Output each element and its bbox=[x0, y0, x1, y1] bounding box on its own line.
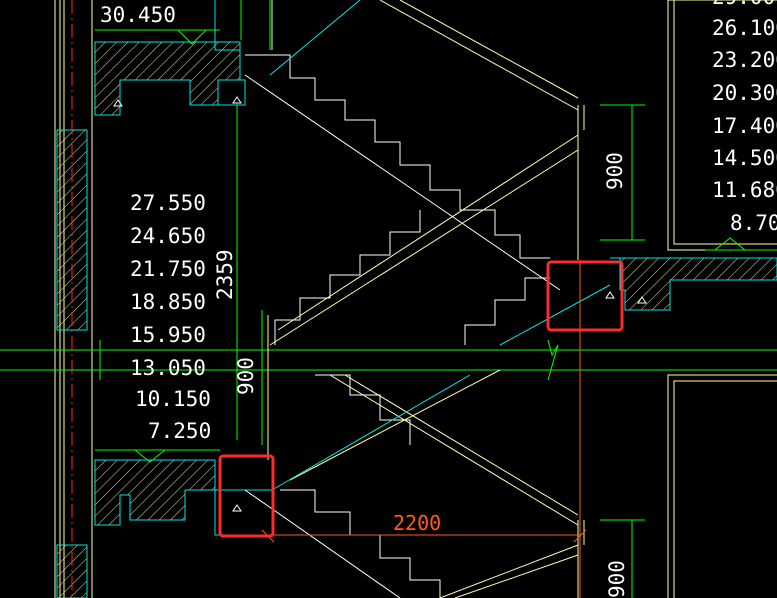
break-mark bbox=[547, 339, 559, 381]
cyan-lines bbox=[214, 0, 611, 491]
level-left-1: 27.550 bbox=[130, 191, 206, 215]
green-verticals bbox=[99, 0, 645, 598]
highlight-box-lower[interactable] bbox=[218, 454, 275, 538]
level-right-6: 14.500 bbox=[712, 146, 777, 170]
level-top: 30.450 bbox=[100, 3, 176, 27]
level-left-8: 7.250 bbox=[148, 419, 211, 443]
level-right-2: 26.100 bbox=[712, 16, 777, 40]
highlight-box-upper[interactable] bbox=[546, 260, 624, 332]
right-landing bbox=[610, 237, 777, 311]
red-extension-lines bbox=[261, 260, 587, 598]
left-levels: 27.550 24.650 21.750 18.850 15.950 13.05… bbox=[130, 191, 211, 443]
dim-900-upper-right: 900 bbox=[603, 152, 627, 190]
dim-900-left: 900 bbox=[234, 357, 258, 395]
level-left-3: 21.750 bbox=[130, 257, 206, 281]
level-right-1: 29.000 bbox=[712, 0, 777, 9]
level-right-5: 17.400 bbox=[712, 114, 777, 138]
level-markers bbox=[113, 96, 647, 512]
lower-left-landing bbox=[94, 449, 273, 536]
dim-2359: 2359 bbox=[213, 249, 237, 300]
level-right-8: 8.700 bbox=[730, 211, 777, 235]
right-levels: 29.000 26.100 23.200 20.300 17.400 14.50… bbox=[712, 0, 777, 235]
dim-2200: 2200 bbox=[393, 511, 441, 535]
upper-left-landing bbox=[94, 29, 246, 116]
level-left-5: 15.950 bbox=[130, 323, 206, 347]
dim-900-lower-right: 900 bbox=[605, 560, 629, 598]
level-left-4: 18.850 bbox=[130, 290, 206, 314]
level-right-7: 11.680 bbox=[712, 178, 777, 202]
break-band bbox=[0, 349, 777, 371]
level-right-3: 23.200 bbox=[712, 48, 777, 72]
stringers bbox=[267, 0, 585, 598]
left-wall bbox=[54, 0, 93, 598]
level-right-4: 20.300 bbox=[712, 81, 777, 105]
level-left-2: 24.650 bbox=[130, 224, 206, 248]
level-left-7: 10.150 bbox=[135, 387, 211, 411]
level-left-6: 13.050 bbox=[130, 356, 206, 380]
